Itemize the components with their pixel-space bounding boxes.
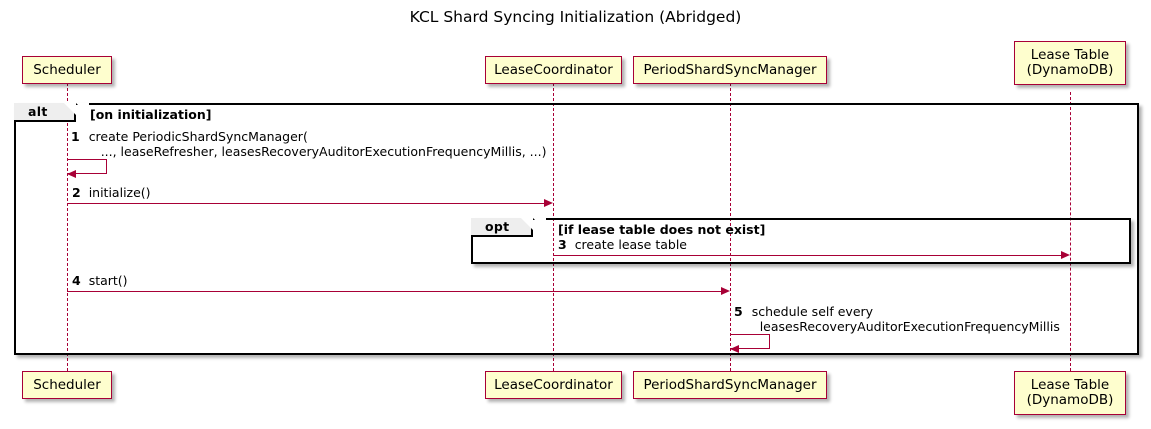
message-2-label: 2 initialize() [72,186,151,200]
message-1-self-arrow [67,159,107,174]
message-5-text-line1: schedule self every [751,304,874,319]
message-5-text-line2: leasesRecoveryAuditorExecutionFrequencyM… [759,318,1060,334]
message-4-number: 4 [72,273,81,288]
message-4-text: start() [88,273,128,288]
fragment-opt-keyword: opt [485,219,510,234]
message-4-line [67,291,722,292]
message-1-text-line2: ..., leaseRefresher, leasesRecoveryAudit… [100,143,547,159]
participant-leasetable-bottom-label-line1: Lease Table [1030,377,1110,393]
message-2-number: 2 [72,185,81,200]
participant-scheduler-bottom-label: Scheduler [33,376,101,393]
message-2-arrowhead [544,198,553,207]
participant-leasecoordinator-top-label: LeaseCoordinator [494,61,613,78]
message-1-arrowhead [67,169,76,178]
message-3-label: 3 create lease table [558,238,687,252]
message-3-text: create lease table [574,237,687,252]
lifeline-periodshardsyncmanager [730,83,731,371]
message-1-number: 1 [71,129,80,144]
fragment-opt-keyword-tab: opt [471,217,533,237]
participant-leasetable-top[interactable]: Lease Table (DynamoDB) [1014,41,1126,85]
message-3-arrowhead [1061,250,1070,259]
participant-periodshardsyncmanager-bottom[interactable]: PeriodShardSyncManager [633,371,827,399]
participant-scheduler-top-label: Scheduler [33,61,101,78]
message-3-line [553,255,1062,256]
participant-scheduler-bottom[interactable]: Scheduler [22,371,112,399]
message-2-text: initialize() [88,185,151,200]
fragment-opt-guard: [if lease table does not exist] [558,222,766,237]
fragment-alt-keyword: alt [28,104,48,119]
message-4-arrowhead [721,286,730,295]
lifeline-leasetable [1070,92,1071,371]
message-2-line [67,203,545,204]
message-5-label: 5 schedule self every leasesRecoveryAudi… [734,304,1060,334]
participant-leasecoordinator-top[interactable]: LeaseCoordinator [485,56,622,84]
participant-scheduler-top[interactable]: Scheduler [22,56,112,84]
participant-leasecoordinator-bottom[interactable]: LeaseCoordinator [485,371,622,399]
message-1-text-line1: create PeriodicShardSyncManager( [88,129,308,144]
message-4-label: 4 start() [72,274,128,288]
fragment-alt-keyword-tab: alt [14,102,76,122]
participant-periodshardsyncmanager-top[interactable]: PeriodShardSyncManager [633,56,827,84]
lifeline-scheduler [67,83,68,371]
fragment-alt-guard: [on initialization] [90,107,212,122]
message-5-self-arrow [730,334,770,349]
participant-leasetable-top-label-line1: Lease Table [1030,47,1110,63]
participant-leasecoordinator-bottom-label: LeaseCoordinator [494,376,613,393]
fragment-opt [471,218,1131,264]
participant-periodshardsyncmanager-bottom-label: PeriodShardSyncManager [643,376,817,393]
fragment-opt-notch [533,218,546,231]
message-5-number: 5 [734,304,743,319]
message-1-label: 1 create PeriodicShardSyncManager( ..., … [71,129,547,159]
message-3-number: 3 [558,237,567,252]
fragment-alt [14,103,1139,355]
participant-leasetable-bottom-label-line2: (DynamoDB) [1026,392,1114,408]
participant-leasetable-bottom[interactable]: Lease Table (DynamoDB) [1014,371,1126,415]
message-5-arrowhead [730,344,739,353]
participant-leasetable-top-label-line2: (DynamoDB) [1026,62,1114,78]
participant-periodshardsyncmanager-top-label: PeriodShardSyncManager [643,61,817,78]
diagram-title: KCL Shard Syncing Initialization (Abridg… [409,8,742,26]
fragment-alt-notch [76,103,89,116]
lifeline-leasecoordinator [553,83,554,371]
